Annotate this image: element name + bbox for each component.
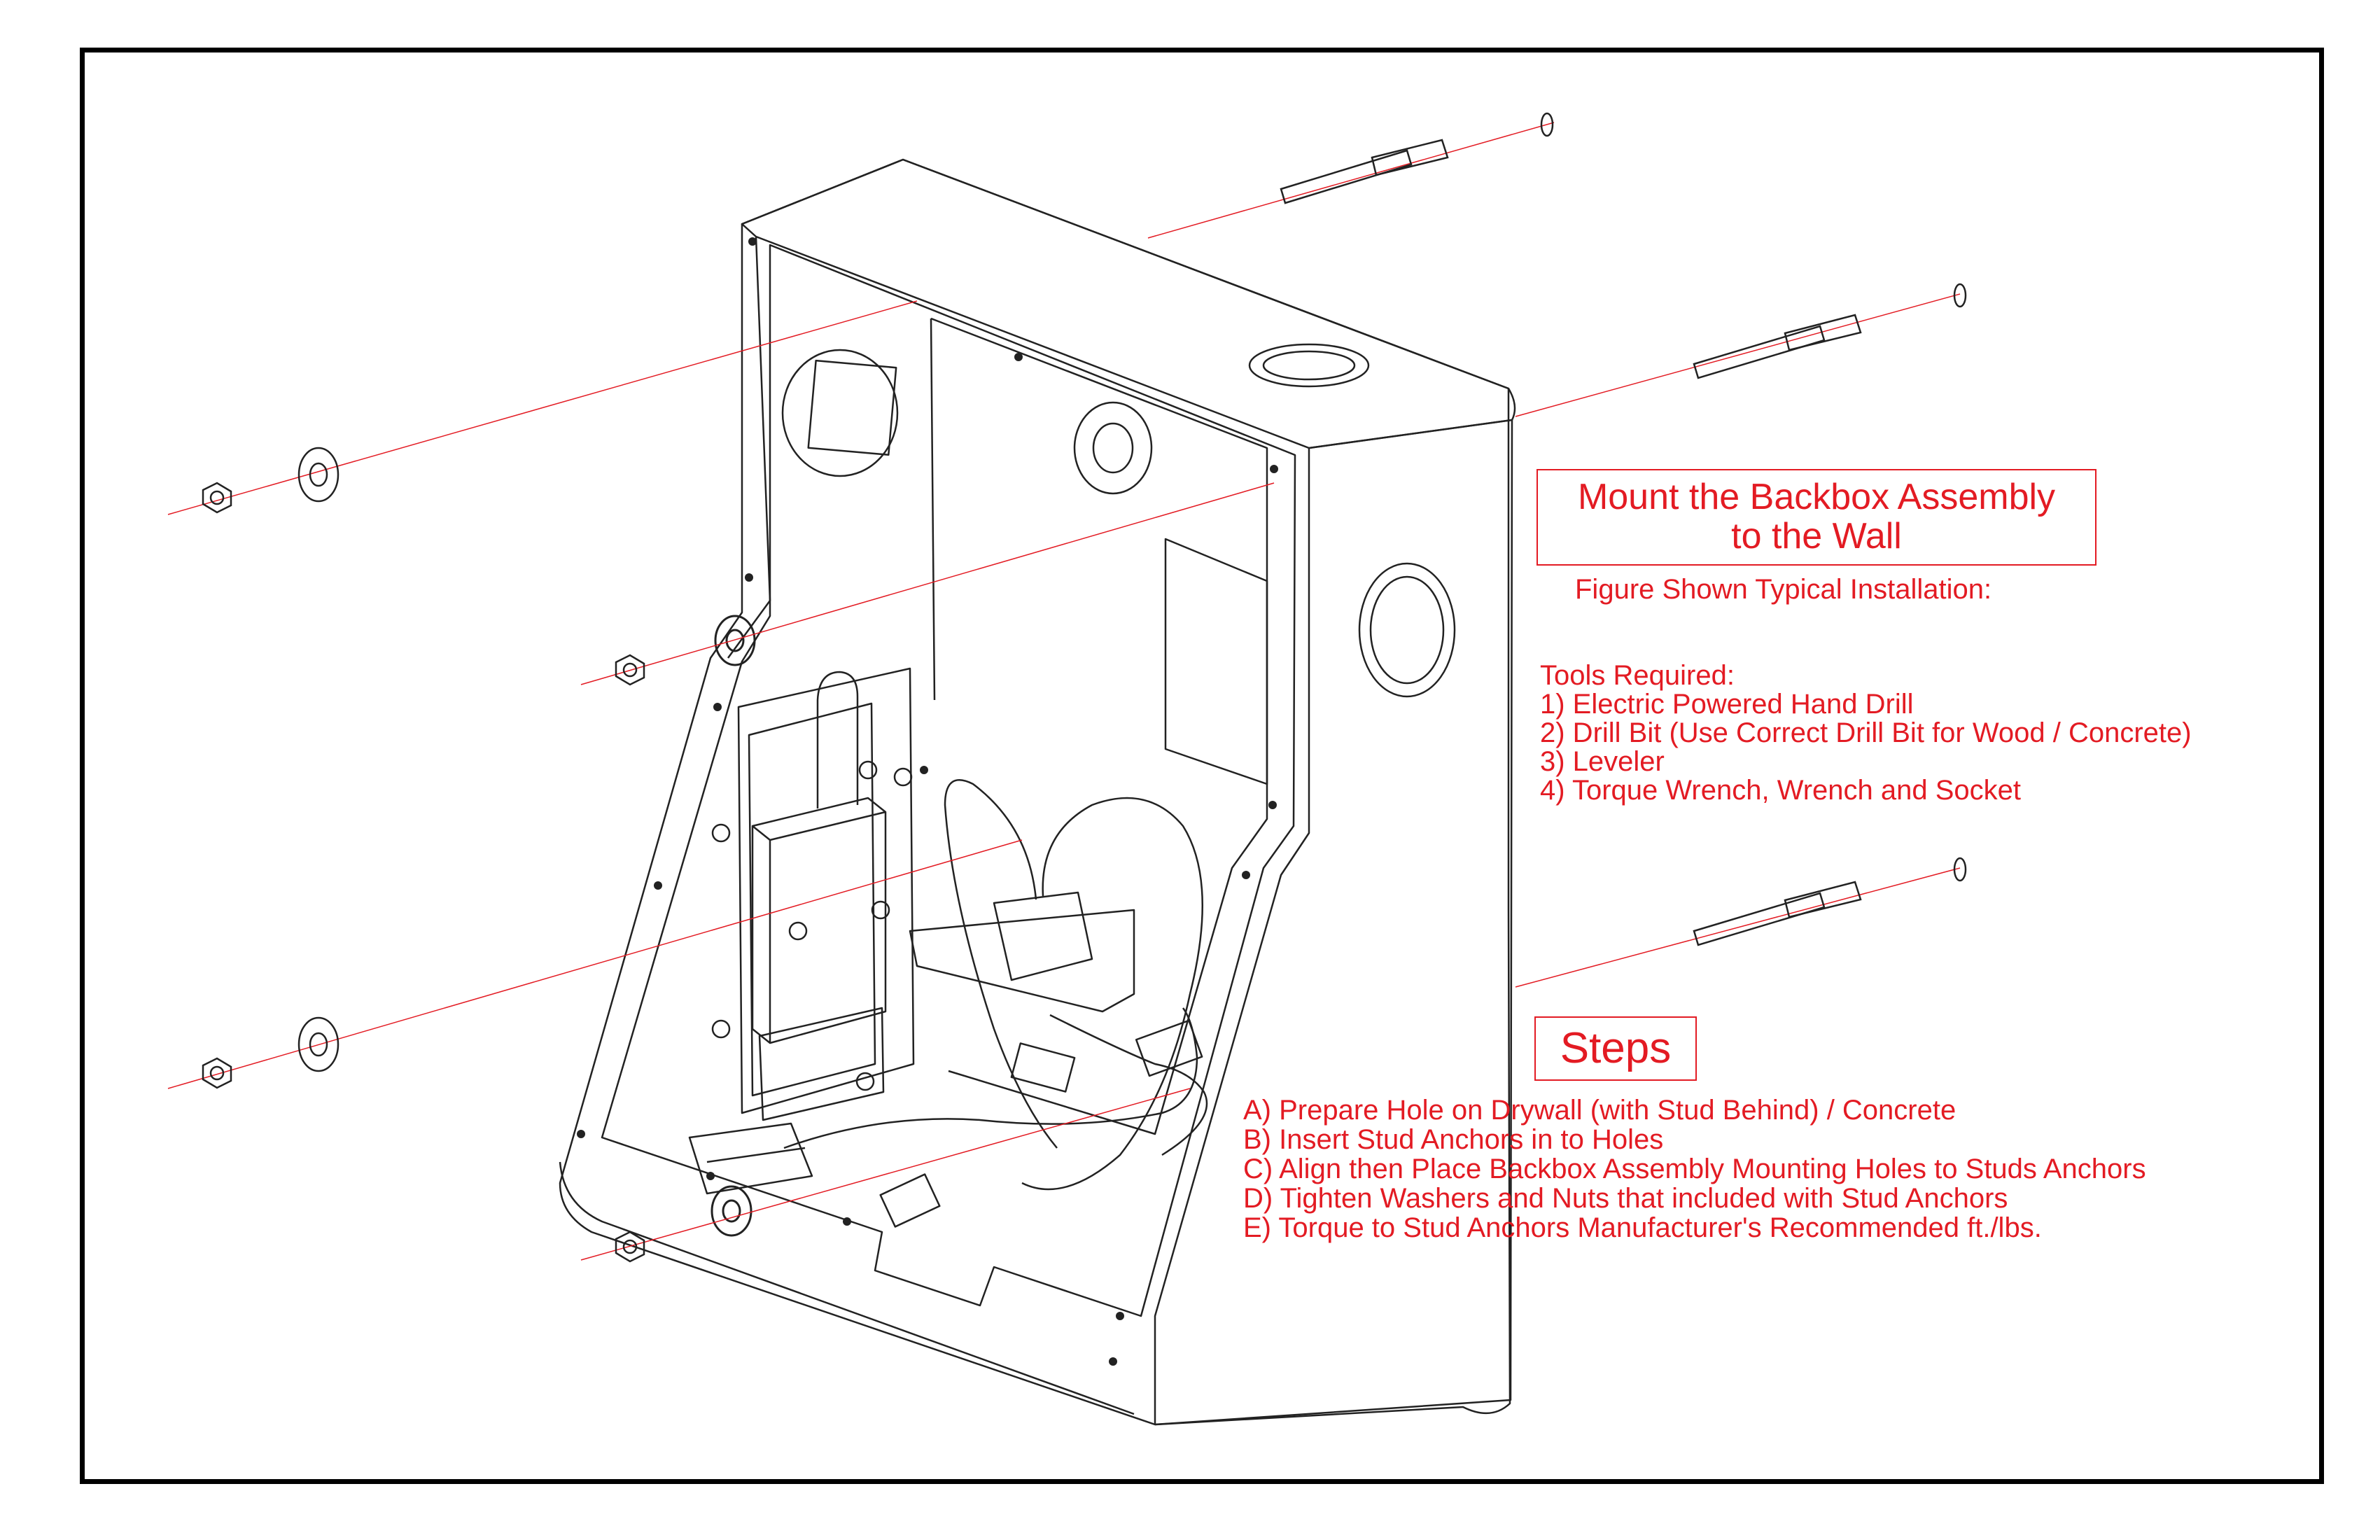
top-rim xyxy=(741,158,1516,449)
top-knockout xyxy=(1248,343,1370,388)
stud-anchor-3 xyxy=(1693,857,1967,946)
nut-2 xyxy=(615,654,645,686)
step-item: D) Tighten Washers and Nuts that include… xyxy=(1243,1183,2008,1214)
nut-1 xyxy=(202,482,232,514)
electronic-module xyxy=(751,797,887,1044)
step-item: B) Insert Stud Anchors in to Holes xyxy=(1243,1124,1664,1155)
steps-heading: Steps xyxy=(1560,1024,1672,1072)
tool-item: 3) Leveler xyxy=(1540,746,1665,777)
step-item: E) Torque to Stud Anchors Manufacturer's… xyxy=(1243,1212,2042,1243)
db-connector xyxy=(993,891,1093,981)
figure-subtitle: Figure Shown Typical Installation: xyxy=(1575,574,1992,605)
steps-heading-box: Steps xyxy=(1534,1016,1697,1081)
mounting-hole-lower xyxy=(710,1185,752,1237)
title-line-1: Mount the Backbox Assembly xyxy=(1577,477,2056,517)
mounting-hole-upper xyxy=(714,615,756,666)
step-item: A) Prepare Hole on Drywall (with Stud Be… xyxy=(1243,1095,1956,1126)
tool-item: 1) Electric Powered Hand Drill xyxy=(1540,689,1914,720)
steps-list: A) Prepare Hole on Drywall (with Stud Be… xyxy=(1243,1096,2146,1242)
stud-anchor-2 xyxy=(1693,283,1967,379)
drawing-frame xyxy=(80,48,2324,1484)
cable-loop xyxy=(1021,797,1204,1191)
alignment-line-1 xyxy=(167,300,918,515)
terminal-strip xyxy=(688,1122,813,1195)
title-line-2: to the Wall xyxy=(1731,516,1902,556)
mounting-plate xyxy=(737,667,915,1114)
front-opening xyxy=(601,244,1296,1317)
alignment-line-2 xyxy=(580,482,1275,685)
right-side-face xyxy=(1154,419,1513,1426)
stud-anchor-1 xyxy=(1280,112,1554,204)
step-item: C) Align then Place Backbox Assembly Mou… xyxy=(1243,1154,2146,1184)
tools-list: Tools Required: 1) Electric Powered Hand… xyxy=(1540,662,2192,805)
alignment-line-3 xyxy=(167,839,1023,1089)
tool-item: 2) Drill Bit (Use Correct Drill Bit for … xyxy=(1540,718,2192,748)
washer-3 xyxy=(298,1016,340,1072)
side-knockout xyxy=(1358,562,1456,698)
tools-heading: Tools Required: xyxy=(1540,660,1735,691)
title-box: Mount the Backbox Assembly to the Wall xyxy=(1536,469,2096,566)
washer-1 xyxy=(298,447,340,503)
nut-4 xyxy=(615,1231,645,1263)
bottom-lip xyxy=(559,1161,1135,1415)
alignment-line-4 xyxy=(580,1088,1191,1261)
nut-3 xyxy=(202,1057,232,1089)
tool-item: 4) Torque Wrench, Wrench and Socket xyxy=(1540,775,2022,806)
